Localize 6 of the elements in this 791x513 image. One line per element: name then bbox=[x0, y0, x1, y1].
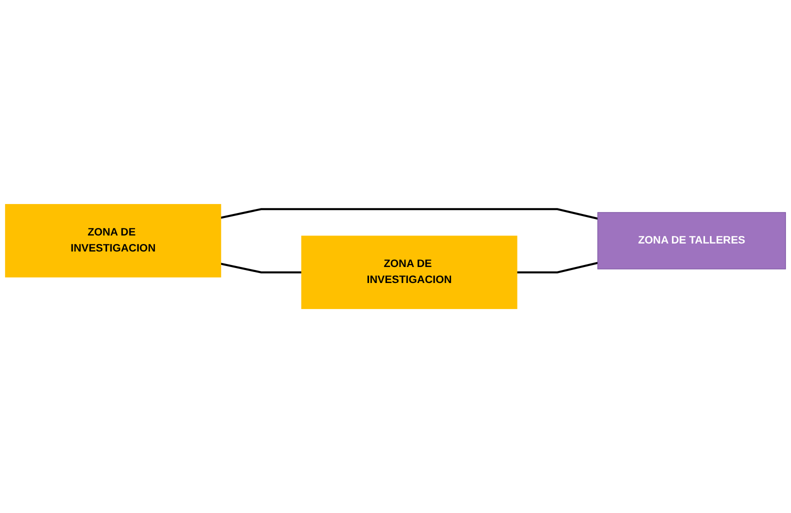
connector bbox=[220, 208, 598, 220]
node-box: ZONA DE INVESTIGACION bbox=[5, 204, 222, 278]
node-box: ZONA DE INVESTIGACION bbox=[301, 236, 518, 309]
node-box: ZONA DE TALLERES bbox=[597, 212, 786, 270]
connector bbox=[516, 262, 598, 274]
connector bbox=[220, 262, 302, 274]
